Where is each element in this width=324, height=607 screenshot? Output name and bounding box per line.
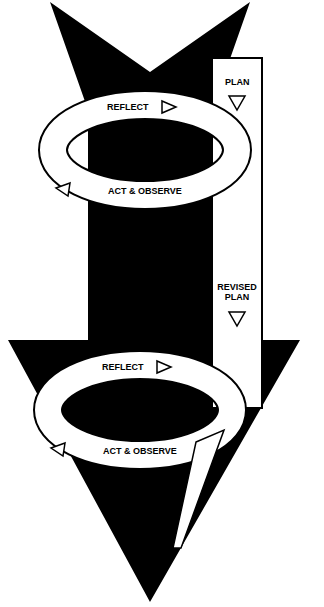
arrow-triangle (229, 96, 245, 110)
arrow-triangle (157, 361, 171, 373)
stage-label: REVISED PLAN (214, 282, 260, 302)
stage-label: REFLECT (101, 362, 145, 372)
down-arrow (8, 2, 300, 602)
ribbon-outline (53, 105, 237, 195)
ribbon-loop (53, 105, 237, 195)
stage-label: ACT & OBSERVE (107, 186, 183, 196)
stage-label: REFLECT (106, 102, 150, 112)
ribbon-tail (173, 430, 224, 548)
stage-label: ACT & OBSERVE (102, 446, 178, 456)
stage-label: PLAN (224, 77, 251, 87)
arrow-triangle (51, 443, 65, 456)
arrow-triangle (229, 312, 245, 326)
arrow-triangle (162, 101, 176, 113)
arrow-triangle (56, 183, 70, 196)
